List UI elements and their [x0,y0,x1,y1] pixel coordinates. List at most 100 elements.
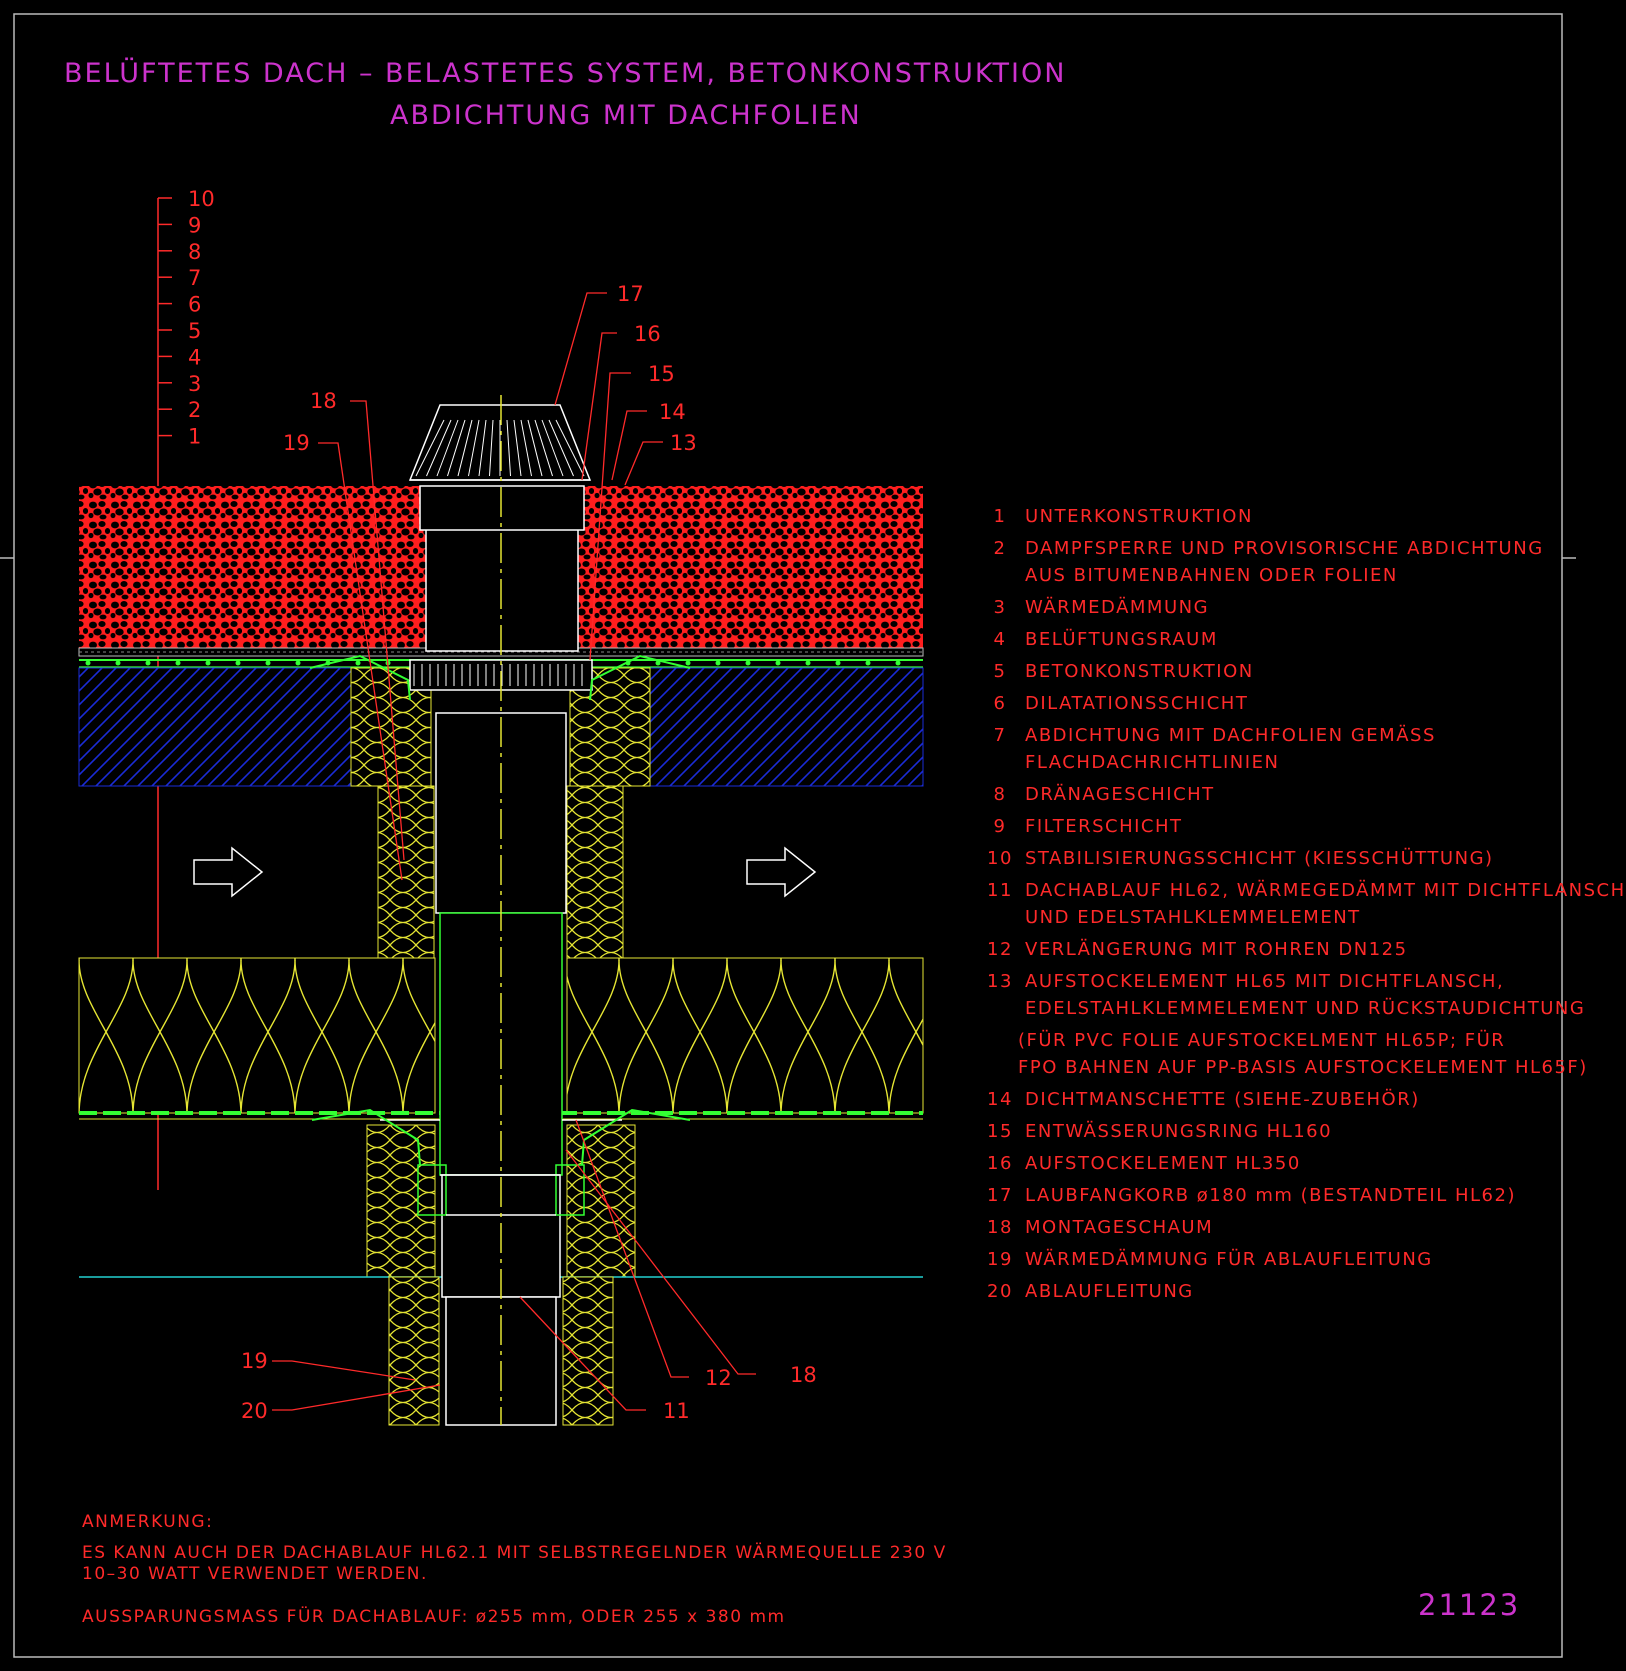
callout-15: 15 [648,362,675,386]
scale-label-8: 8 [188,240,201,264]
legend-text: EDELSTAHLKLEMMELEMENT UND RÜCKSTAUDICHTU… [1025,998,1586,1019]
note-line-3: AUSSPARUNGSMASS FÜR DACHABLAUF: ø255 mm,… [82,1607,786,1627]
strainer-slat [555,419,585,477]
legend-text: DILATATIONSSCHICHT [1025,693,1249,714]
drainage-dot [115,660,121,666]
strainer-slat [489,419,494,477]
legend-number: 19 [987,1249,1013,1270]
strainer-slat [457,419,473,477]
legend-text: AUFSTOCKELEMENT HL65 MIT DICHTFLANSCH, [1025,971,1505,992]
drainage-dot [805,660,811,666]
legend-text: AUFSTOCKELEMENT HL350 [1025,1153,1301,1174]
scale-label-6: 6 [188,293,201,317]
legend-number: 14 [987,1089,1013,1110]
legend-text: VERLÄNGERUNG MIT ROHREN DN125 [1025,939,1408,960]
strainer-slat [534,419,553,477]
strainer-slat [436,419,459,477]
legend-text: DACHABLAUF HL62, WÄRMEGEDÄMMT MIT DICHTF… [1025,880,1626,901]
drainage-dot [655,660,661,666]
strainer-slat [520,419,532,477]
callout-19-bottom: 19 [241,1349,268,1373]
drainage-dot [895,660,901,666]
drainage-dot [235,660,241,666]
scale-label-9: 9 [188,213,201,237]
legend-text: DRÄNAGESCHICHT [1025,784,1215,805]
scale-label-7: 7 [188,266,201,290]
callout-14: 14 [659,400,686,424]
legend-text: FLACHDACHRICHTLINIEN [1025,752,1280,773]
title-line-2: ABDICHTUNG MIT DACHFOLIEN [390,100,862,131]
strainer-slat [447,419,466,477]
note-line-2: 10–30 WATT VERWENDET WERDEN. [82,1564,428,1584]
callout-16: 16 [634,322,661,346]
legend-text: ABDICHTUNG MIT DACHFOLIEN GEMÄSS [1025,725,1436,746]
legend-text: BETONKONSTRUKTION [1025,661,1254,682]
callout-20: 20 [241,1399,268,1423]
ventilation-arrow-left [193,846,264,898]
legend-text: (FÜR PVC FOLIE AUFSTOCKELMENT HL65P; FÜR [1018,1030,1506,1051]
strainer-slat [527,419,543,477]
legend-number: 3 [993,597,1007,618]
legend-text: ENTWÄSSERUNGSRING HL160 [1025,1121,1333,1142]
legend-text: MONTAGESCHAUM [1025,1217,1214,1238]
callout-11: 11 [663,1399,690,1423]
legend-number: 1 [993,506,1007,527]
legend-text: FILTERSCHICHT [1025,816,1183,837]
strainer-slat [541,419,564,477]
callout-13: 13 [670,431,697,455]
strainer-slat [548,419,574,477]
note-heading: ANMERKUNG: [82,1512,214,1532]
callout-19-top: 19 [283,431,310,455]
sealing-collars [309,654,691,1166]
strainer-slat [506,419,511,477]
legend-number: 5 [993,661,1007,682]
drawing-number: 21123 [1418,1588,1521,1622]
legend-text: AUS BITUMENBAHNEN ODER FOLIEN [1025,565,1398,586]
scale-label-3: 3 [188,372,201,396]
callout-18-bottom: 18 [790,1363,817,1387]
strainer-slat [513,419,522,477]
drainage-dot [355,660,361,666]
legend-number: 17 [987,1185,1013,1206]
legend-text: DICHTMANSCHETTE (SIEHE-ZUBEHÖR) [1025,1089,1420,1110]
callout-17: 17 [617,282,644,306]
thermal-insulation-right [566,957,924,1114]
pipe-insulation-left [388,1276,440,1426]
scale-label-4: 4 [188,345,201,369]
legend-number: 11 [987,880,1013,901]
legend-text: WÄRMEDÄMMUNG FÜR ABLAUFLEITUNG [1025,1249,1433,1270]
thermal-insulation-left [78,957,436,1114]
drain-insulation-mid-right [566,785,624,959]
callout-12: 12 [705,1366,732,1390]
leader-lines [272,292,756,1411]
legend-number: 4 [993,629,1007,650]
legend-text: UNTERKONSTRUKTION [1025,506,1253,527]
legend-number: 6 [993,693,1007,714]
legend-number: 15 [987,1121,1013,1142]
legend-text: ABLAUFLEITUNG [1025,1281,1194,1302]
legend-number: 18 [987,1217,1013,1238]
legend-number: 9 [993,816,1007,837]
drainage-dot [175,660,181,666]
legend-number: 20 [987,1281,1013,1302]
note-line-1: ES KANN AUCH DER DACHABLAUF HL62.1 MIT S… [82,1543,947,1563]
legend-text: FPO BAHNEN AUF PP-BASIS AUFSTOCKELEMENT … [1018,1057,1588,1078]
scale-label-10: 10 [188,187,215,211]
legend-number: 7 [993,725,1007,746]
drainage-dot [145,660,151,666]
scale-label-2: 2 [188,398,201,422]
lower-insulation-right [566,1124,636,1278]
concrete-slab-right [649,667,924,787]
drainage-dot [685,660,691,666]
legend-number: 13 [987,971,1013,992]
strainer-slat [468,419,480,477]
legend-text: WÄRMEDÄMMUNG [1025,597,1210,618]
drainage-dot [85,660,91,666]
legend-text: STABILISIERUNGSSCHICHT (KIESSCHÜTTUNG) [1025,848,1494,869]
strainer-slat [478,419,487,477]
lower-insulation-left [366,1124,436,1278]
legend-number: 10 [987,848,1013,869]
drainage-dot [745,660,751,666]
legend-text: BELÜFTUNGSRAUM [1025,629,1218,650]
